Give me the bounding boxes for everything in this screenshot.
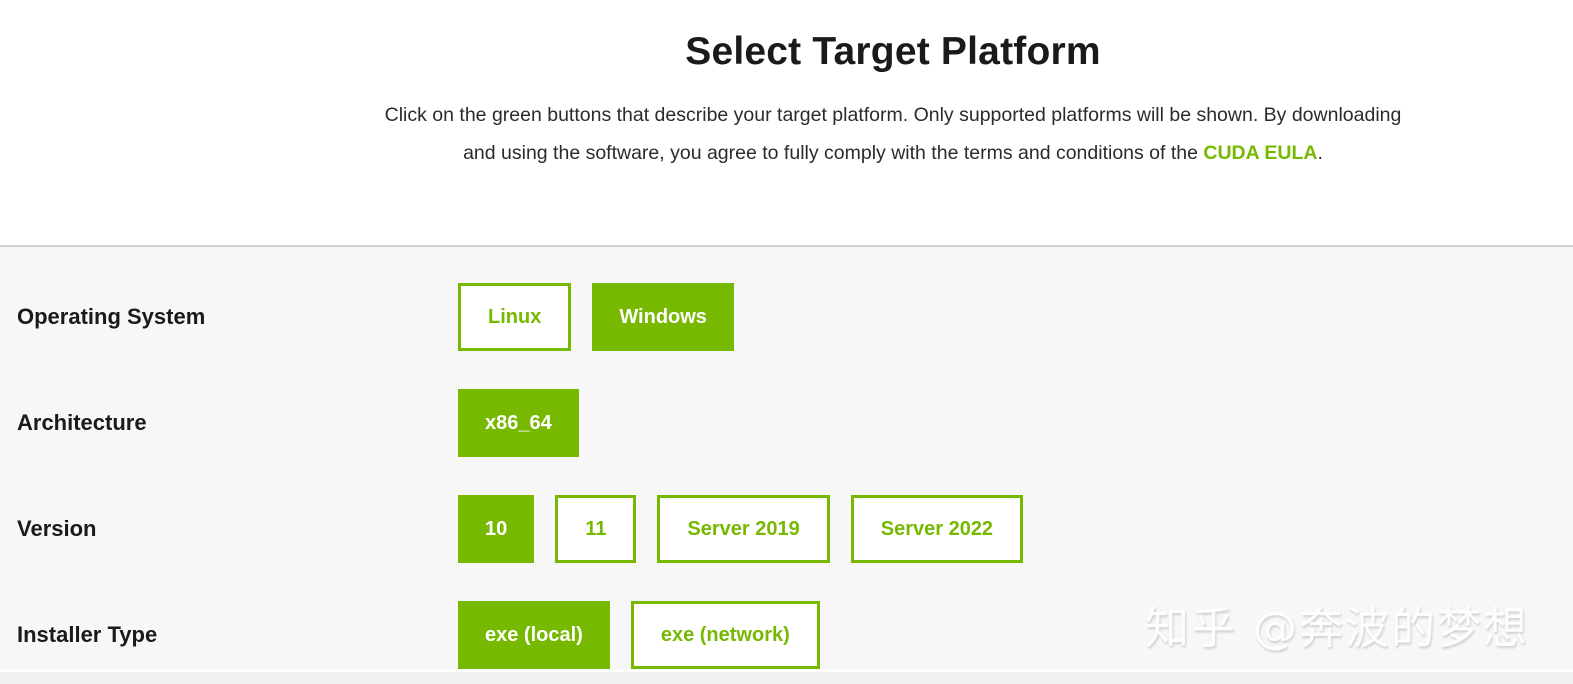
cuda-eula-link[interactable]: CUDA EULA (1203, 142, 1318, 164)
row-operating-system: Operating System Linux Windows (0, 283, 1573, 351)
architecture-label: Architecture (17, 410, 147, 435)
os-option-windows[interactable]: Windows (592, 283, 734, 351)
page-title: Select Target Platform (685, 30, 1101, 73)
architecture-options: x86_64 (458, 389, 579, 457)
description-line-2: and using the software, you agree to ful… (463, 142, 1204, 164)
header-content: Select Target Platform Click on the gree… (213, 0, 1573, 172)
version-option-10[interactable]: 10 (458, 495, 535, 563)
version-label: Version (17, 516, 97, 541)
operating-system-options: Linux Windows (458, 283, 734, 351)
header-section: Select Target Platform Click on the gree… (0, 0, 1573, 247)
target-platform-selector: Operating System Linux Windows Architect… (0, 247, 1573, 670)
description-line-1: Click on the green buttons that describe… (384, 104, 1402, 126)
version-option-11[interactable]: 11 (555, 495, 637, 563)
operating-system-label: Operating System (17, 304, 206, 329)
arch-option-x86-64[interactable]: x86_64 (458, 389, 579, 457)
description-suffix: . (1317, 142, 1323, 164)
version-option-server-2022[interactable]: Server 2022 (850, 495, 1024, 563)
page-description: Click on the green buttons that describe… (213, 96, 1573, 172)
os-option-linux[interactable]: Linux (458, 283, 572, 351)
version-options: 10 11 Server 2019 Server 2022 (458, 495, 1024, 563)
version-option-server-2019[interactable]: Server 2019 (657, 495, 830, 563)
installer-option-exe-network[interactable]: exe (network) (630, 601, 820, 669)
installer-type-label: Installer Type (17, 622, 158, 647)
row-installer-type: Installer Type exe (local) exe (network) (0, 601, 1573, 669)
row-version: Version 10 11 Server 2019 Server 2022 (0, 495, 1573, 563)
installer-option-exe-local[interactable]: exe (local) (458, 601, 610, 669)
next-section-edge (0, 672, 1573, 684)
installer-type-options: exe (local) exe (network) (458, 601, 820, 669)
row-architecture: Architecture x86_64 (0, 389, 1573, 457)
